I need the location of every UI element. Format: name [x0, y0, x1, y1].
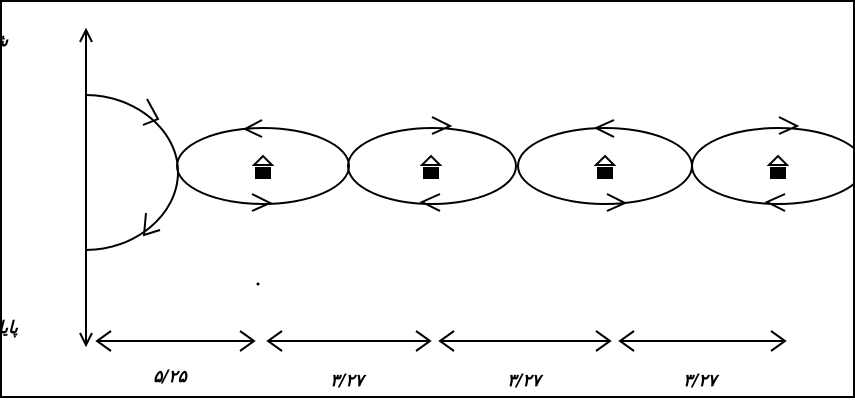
axis-arrow-down-icon [79, 332, 93, 348]
distance-arrow-2 [266, 330, 432, 352]
loop-2 [347, 116, 517, 212]
distance-arrow-4 [618, 330, 787, 352]
loop-arrow-left-icon [242, 119, 263, 138]
distance-label-2: ۳/۲۷ [330, 371, 367, 391]
loop-1 [176, 119, 350, 212]
arrowhead-left-icon [618, 330, 635, 352]
arrowhead-left-icon [266, 330, 283, 352]
loop-ellipse [347, 127, 517, 205]
loop-arrow-right-icon [778, 116, 800, 135]
loop-arrow-right-icon [431, 116, 453, 135]
loop-arrow-right-icon [606, 193, 628, 212]
house-icon [251, 154, 275, 179]
loop-arrow-right-icon [251, 193, 273, 212]
end-label: پایان [0, 318, 18, 338]
start-label: شروع [0, 31, 9, 51]
distance-label-3: ۳/۲۷ [507, 371, 544, 391]
distance-label-1: ۵/۲۵ [153, 367, 188, 387]
house-icon [593, 154, 617, 179]
loop-arrow-left-icon [419, 193, 441, 212]
loop-arrow-left-icon [764, 193, 786, 212]
loop-ellipse [691, 127, 855, 205]
house-icon [419, 154, 443, 179]
arrowhead-right-icon [595, 330, 612, 352]
arrowhead-right-icon [239, 330, 256, 352]
distance-arrow-1 [95, 330, 256, 352]
arrowhead-right-icon [415, 330, 432, 352]
house-icon [766, 154, 790, 179]
axis-arrow-up-icon [79, 27, 93, 43]
stray-dot [256, 282, 260, 286]
first-half-loop [85, 94, 180, 251]
first-loop-arrow-top-icon [142, 98, 160, 126]
loop-3 [517, 119, 693, 212]
arrowhead-right-icon [770, 330, 787, 352]
first-loop-arrow-bottom-icon [142, 212, 161, 237]
distance-label-4: ۳/۲۷ [683, 371, 720, 391]
arrowhead-left-icon [438, 330, 455, 352]
loop-4 [691, 116, 855, 212]
loop-arrow-left-icon [593, 119, 615, 138]
arrowhead-left-icon [95, 330, 112, 352]
distance-arrow-3 [438, 330, 612, 352]
